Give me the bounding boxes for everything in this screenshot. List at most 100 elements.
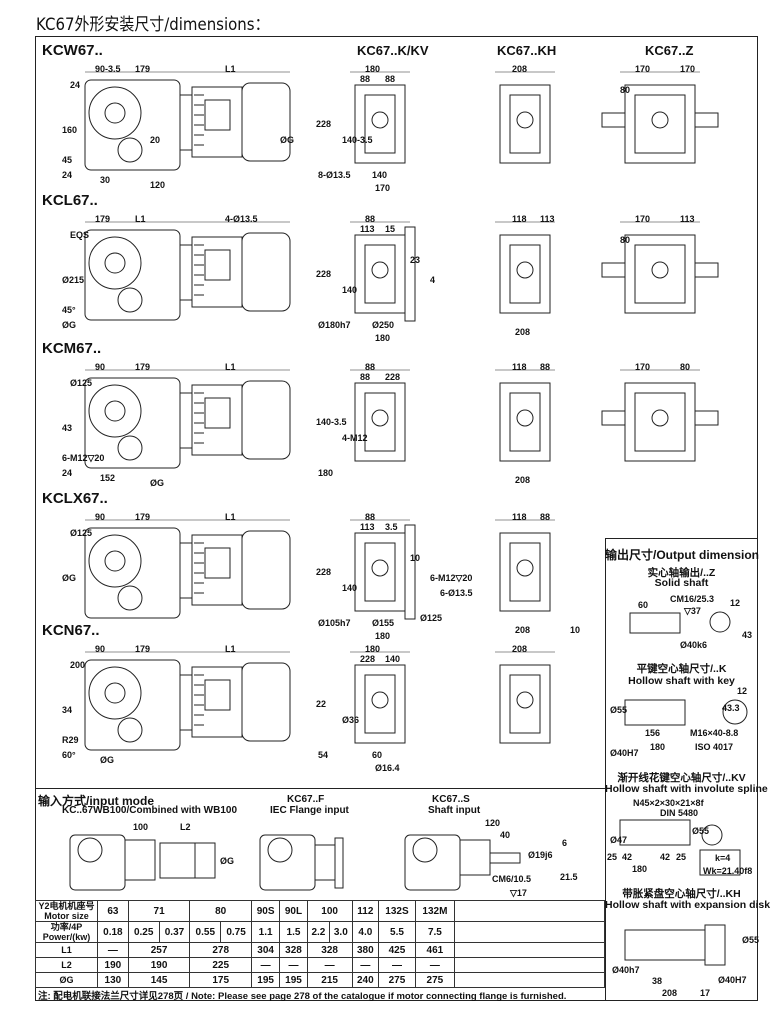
front-dimension: 228 [360, 654, 376, 664]
kh-dim: 17 [700, 988, 711, 998]
input-housing [404, 834, 461, 891]
motor-body [191, 384, 243, 456]
table-cell: 90S [250, 900, 281, 922]
side-dimension: 120 [150, 180, 166, 190]
front-dimension: 80 [620, 235, 631, 245]
table-cell: — [279, 957, 308, 973]
table-cell: 328 [279, 942, 308, 958]
shaft-input-dim: 40 [500, 830, 511, 840]
motor-fan-cover [241, 82, 291, 162]
table-cell: 0.37 [158, 921, 191, 943]
front-view-inner [364, 674, 396, 734]
wb100-box [124, 839, 156, 881]
front-view-inner [509, 392, 541, 452]
front-dimension: 208 [515, 475, 531, 485]
k-dim: M16×40-8.8 [690, 728, 739, 738]
table-cell: — [378, 957, 416, 973]
table-cell: 5.5 [378, 921, 416, 943]
drawing-frame [35, 36, 758, 1001]
side-dimension: 45° [62, 305, 76, 315]
front-view-bore [371, 409, 389, 427]
front-dimension: 6-M12▽20 [430, 573, 473, 583]
front-view-bore [651, 111, 669, 129]
kh-dim: 38 [652, 976, 663, 986]
table-cell: 4.0 [351, 921, 380, 943]
table-cell: — [306, 957, 353, 973]
side-dimension: L1 [225, 644, 236, 654]
table-cell: 112 [351, 900, 380, 922]
table-cell-empty [454, 900, 605, 922]
terminal-box [204, 547, 231, 579]
footnote: 注: 配电机联接法兰尺寸详见278页 / Note: Please see pa… [38, 991, 567, 1002]
table-cell: — [97, 942, 129, 958]
input-flange [412, 837, 438, 863]
front-dimension: 23 [410, 255, 421, 265]
gear-cover [117, 137, 143, 163]
front-dimension: 140 [385, 654, 401, 664]
output-dimension-panel [605, 538, 758, 1001]
side-dimension: 60° [62, 750, 76, 760]
front-view-inner [634, 94, 686, 154]
front-view-bore [651, 261, 669, 279]
motor-fan-cover [241, 662, 291, 742]
k-dim: 180 [650, 742, 666, 752]
table-cell: 278 [189, 942, 252, 958]
front-dimension: 88 [385, 74, 396, 84]
side-dimension: 179 [135, 64, 151, 74]
front-view-inner [634, 244, 686, 304]
input-mode-heading: 输入方式/input mode [38, 794, 154, 808]
gear-cover [117, 287, 143, 313]
front-view-housing [499, 382, 551, 462]
side-dimension: 90 [95, 644, 106, 654]
output-flange [88, 666, 142, 720]
table-cell: 63 [97, 900, 129, 922]
front-dimension: 88 [360, 74, 371, 84]
front-dimension: 113 [360, 224, 375, 234]
front-view-housing [354, 234, 406, 314]
front-dimension: Ø250 [372, 320, 395, 330]
kv-dim: Ø47 [610, 835, 628, 845]
front-dimension: 113 [540, 214, 555, 224]
adapter [179, 244, 193, 301]
front-dimension: 140-3.5 [342, 135, 373, 145]
side-dimension: R29 [62, 735, 79, 745]
front-dimension: 228 [316, 567, 332, 577]
side-dimension: 179 [135, 644, 151, 654]
front-view-housing [499, 664, 551, 744]
hollow-key-en: Hollow shaft with key [628, 675, 735, 687]
shaft-left [601, 410, 626, 426]
front-dimension: 170 [635, 362, 651, 372]
table-cell: 304 [250, 942, 281, 958]
output-flange [88, 236, 142, 290]
front-dimension: 88 [365, 362, 376, 372]
wb-dim: 100 [133, 822, 149, 832]
front-dimension: 180 [375, 631, 391, 641]
side-dimension: 152 [100, 473, 116, 483]
row-title-3: KCLX67.. [42, 490, 108, 507]
side-dimension: 160 [62, 125, 78, 135]
table-cell-empty [454, 972, 605, 988]
kh-dim: Ø40H7 [718, 975, 747, 985]
hollow-shaft-key [624, 699, 686, 726]
front-dimension: 208 [515, 327, 531, 337]
front-dimension: 140 [342, 285, 358, 295]
input-housing [69, 834, 126, 891]
kv-dim: 42 [660, 852, 671, 862]
k-dim: 156 [645, 728, 661, 738]
front-dimension: 140-3.5 [316, 417, 347, 427]
solid-shaft [629, 612, 681, 634]
side-dimension: L1 [225, 362, 236, 372]
table-cell: 145 [127, 972, 191, 988]
gear-cover [117, 717, 143, 743]
table-cell: 0.75 [220, 921, 252, 943]
front-dimension: 118 [512, 362, 527, 372]
solid-shaft-section [709, 611, 731, 633]
s-code: KC67..S [432, 794, 470, 805]
table-cell: 328 [306, 942, 353, 958]
front-view-inner [509, 244, 541, 304]
input-flange [77, 837, 103, 863]
front-dimension: 208 [512, 644, 528, 654]
